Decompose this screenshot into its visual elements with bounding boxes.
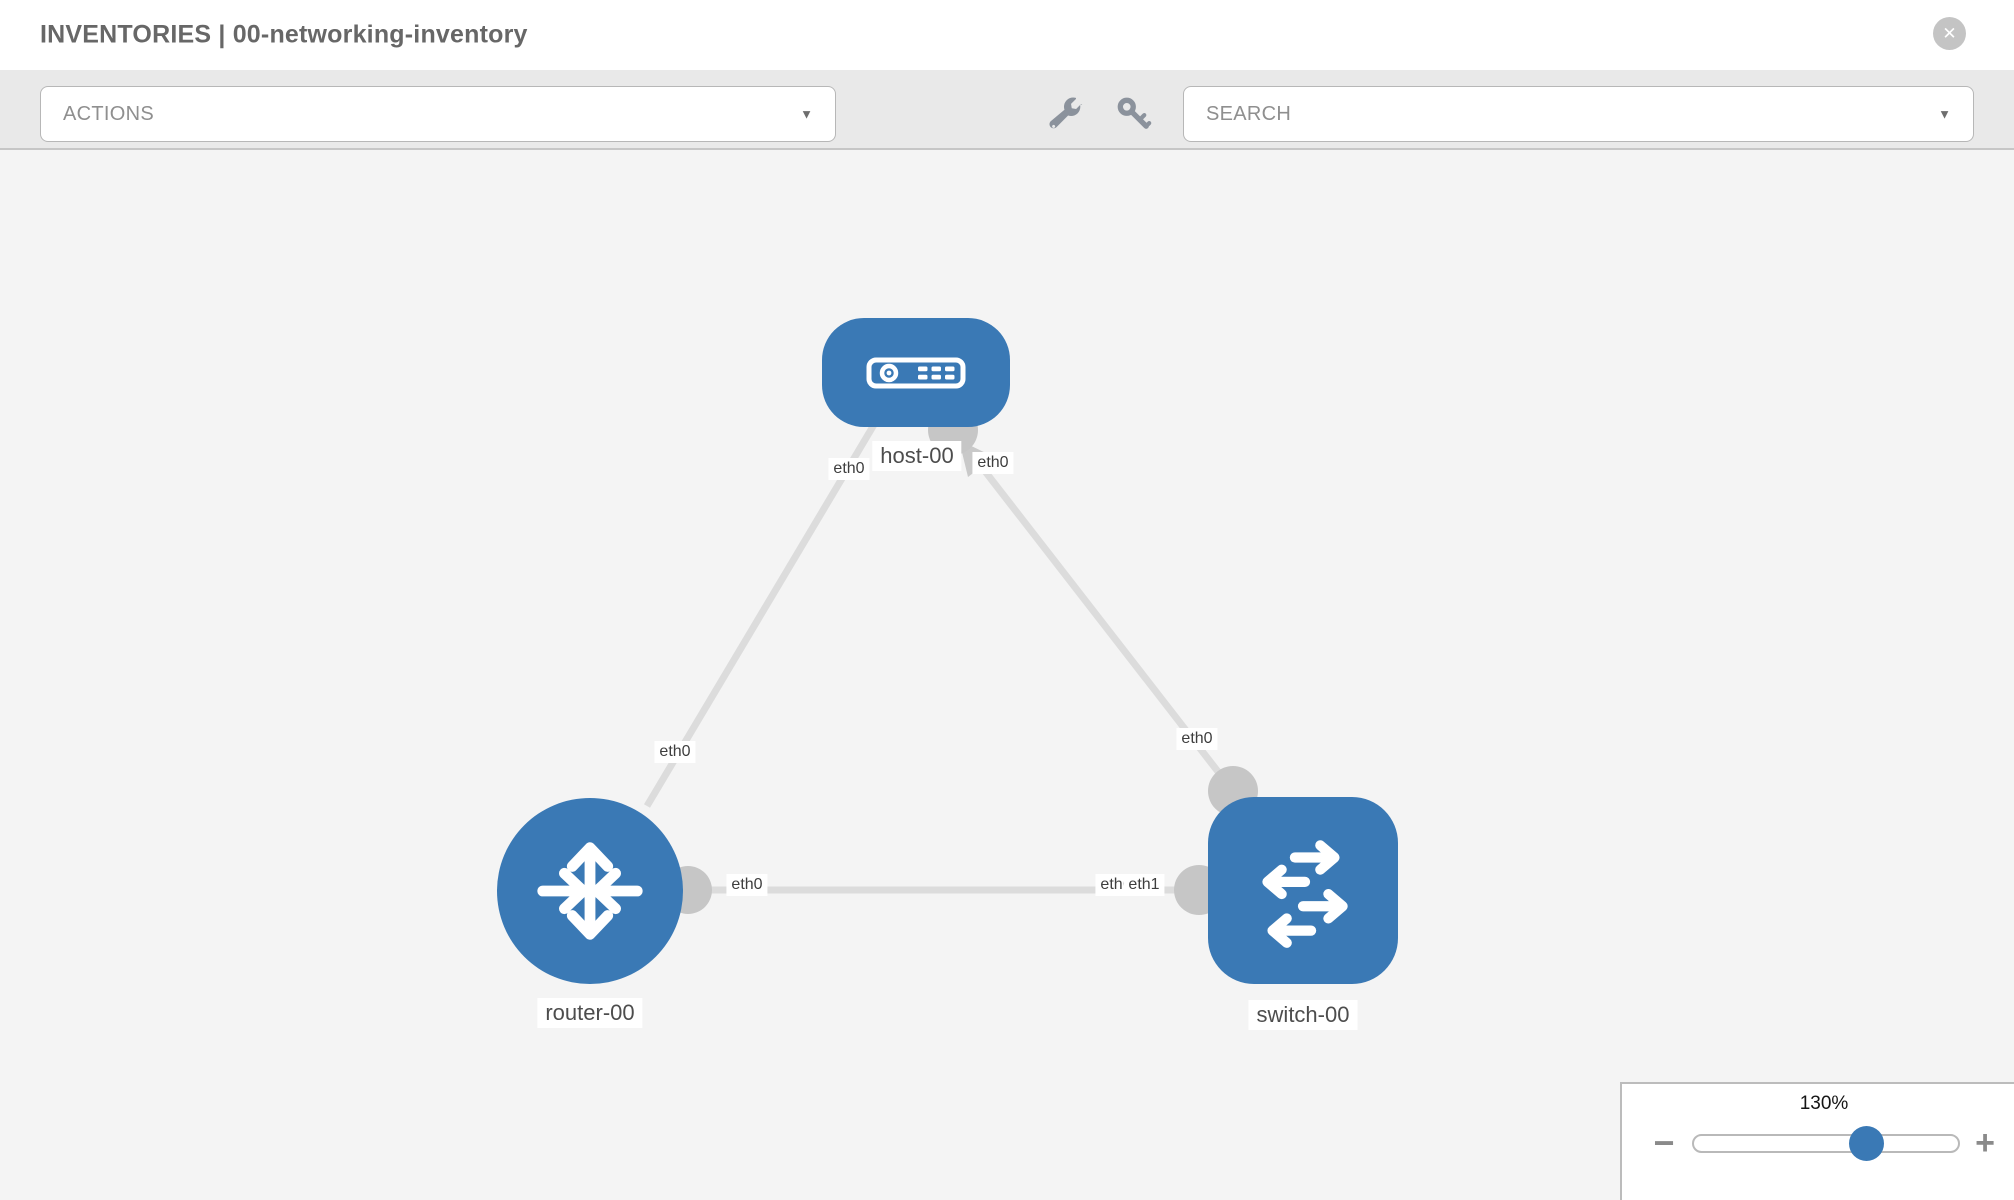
iface-label-switch-eth1: eth1: [1123, 874, 1165, 896]
node-switch-00[interactable]: [1208, 797, 1398, 984]
key-icon: [1117, 97, 1152, 129]
zoom-slider-handle[interactable]: [1849, 1126, 1884, 1161]
key-button[interactable]: [1115, 95, 1153, 133]
search-dropdown-label: SEARCH: [1206, 102, 1292, 125]
close-button[interactable]: ✕: [1933, 17, 1966, 50]
chevron-down-icon: ▼: [1938, 106, 1951, 122]
iface-label-host-eth0-right: eth0: [972, 452, 1014, 474]
wrench-icon: [1049, 97, 1083, 129]
node-label-router: router-00: [537, 998, 643, 1028]
switch-icon: [1262, 839, 1348, 948]
zoom-slider-track[interactable]: [1692, 1126, 1960, 1161]
links-layer: [643, 405, 1258, 915]
iface-label-router-eth0-side: eth0: [726, 874, 768, 896]
topology-canvas[interactable]: host-00 router-00 switch-00 eth0 eth0 et…: [0, 150, 2014, 1200]
actions-dropdown-label: ACTIONS: [63, 102, 154, 125]
zoom-level: 130%: [1799, 1093, 1849, 1114]
iface-label-router-eth0-up: eth0: [654, 741, 696, 763]
header: INVENTORIES | 00-networking-inventory ✕: [0, 0, 2014, 71]
node-router-00[interactable]: [497, 798, 683, 984]
zoom-out-button[interactable]: −: [1653, 1122, 1675, 1163]
node-label-switch: switch-00: [1248, 1000, 1358, 1030]
host-icon: [866, 357, 966, 388]
configure-button[interactable]: [1049, 97, 1083, 131]
actions-dropdown[interactable]: ACTIONS ▼: [40, 86, 836, 142]
search-dropdown[interactable]: SEARCH ▼: [1183, 86, 1974, 142]
node-label-host: host-00: [872, 441, 962, 471]
zoom-in-button[interactable]: +: [1975, 1124, 1995, 1162]
close-icon: ✕: [1942, 24, 1957, 43]
iface-label-switch-eth0-up: eth0: [1176, 728, 1218, 750]
page-title: INVENTORIES | 00-networking-inventory: [40, 20, 528, 49]
toolbar: ACTIONS ▼ SEARCH ▼: [0, 70, 2014, 150]
iface-label-host-eth0-left: eth0: [828, 458, 870, 480]
router-icon: [537, 842, 643, 940]
chevron-down-icon: ▼: [800, 106, 813, 122]
node-host-00[interactable]: [822, 318, 1010, 427]
zoom-panel: 130% − +: [1620, 1082, 2014, 1200]
